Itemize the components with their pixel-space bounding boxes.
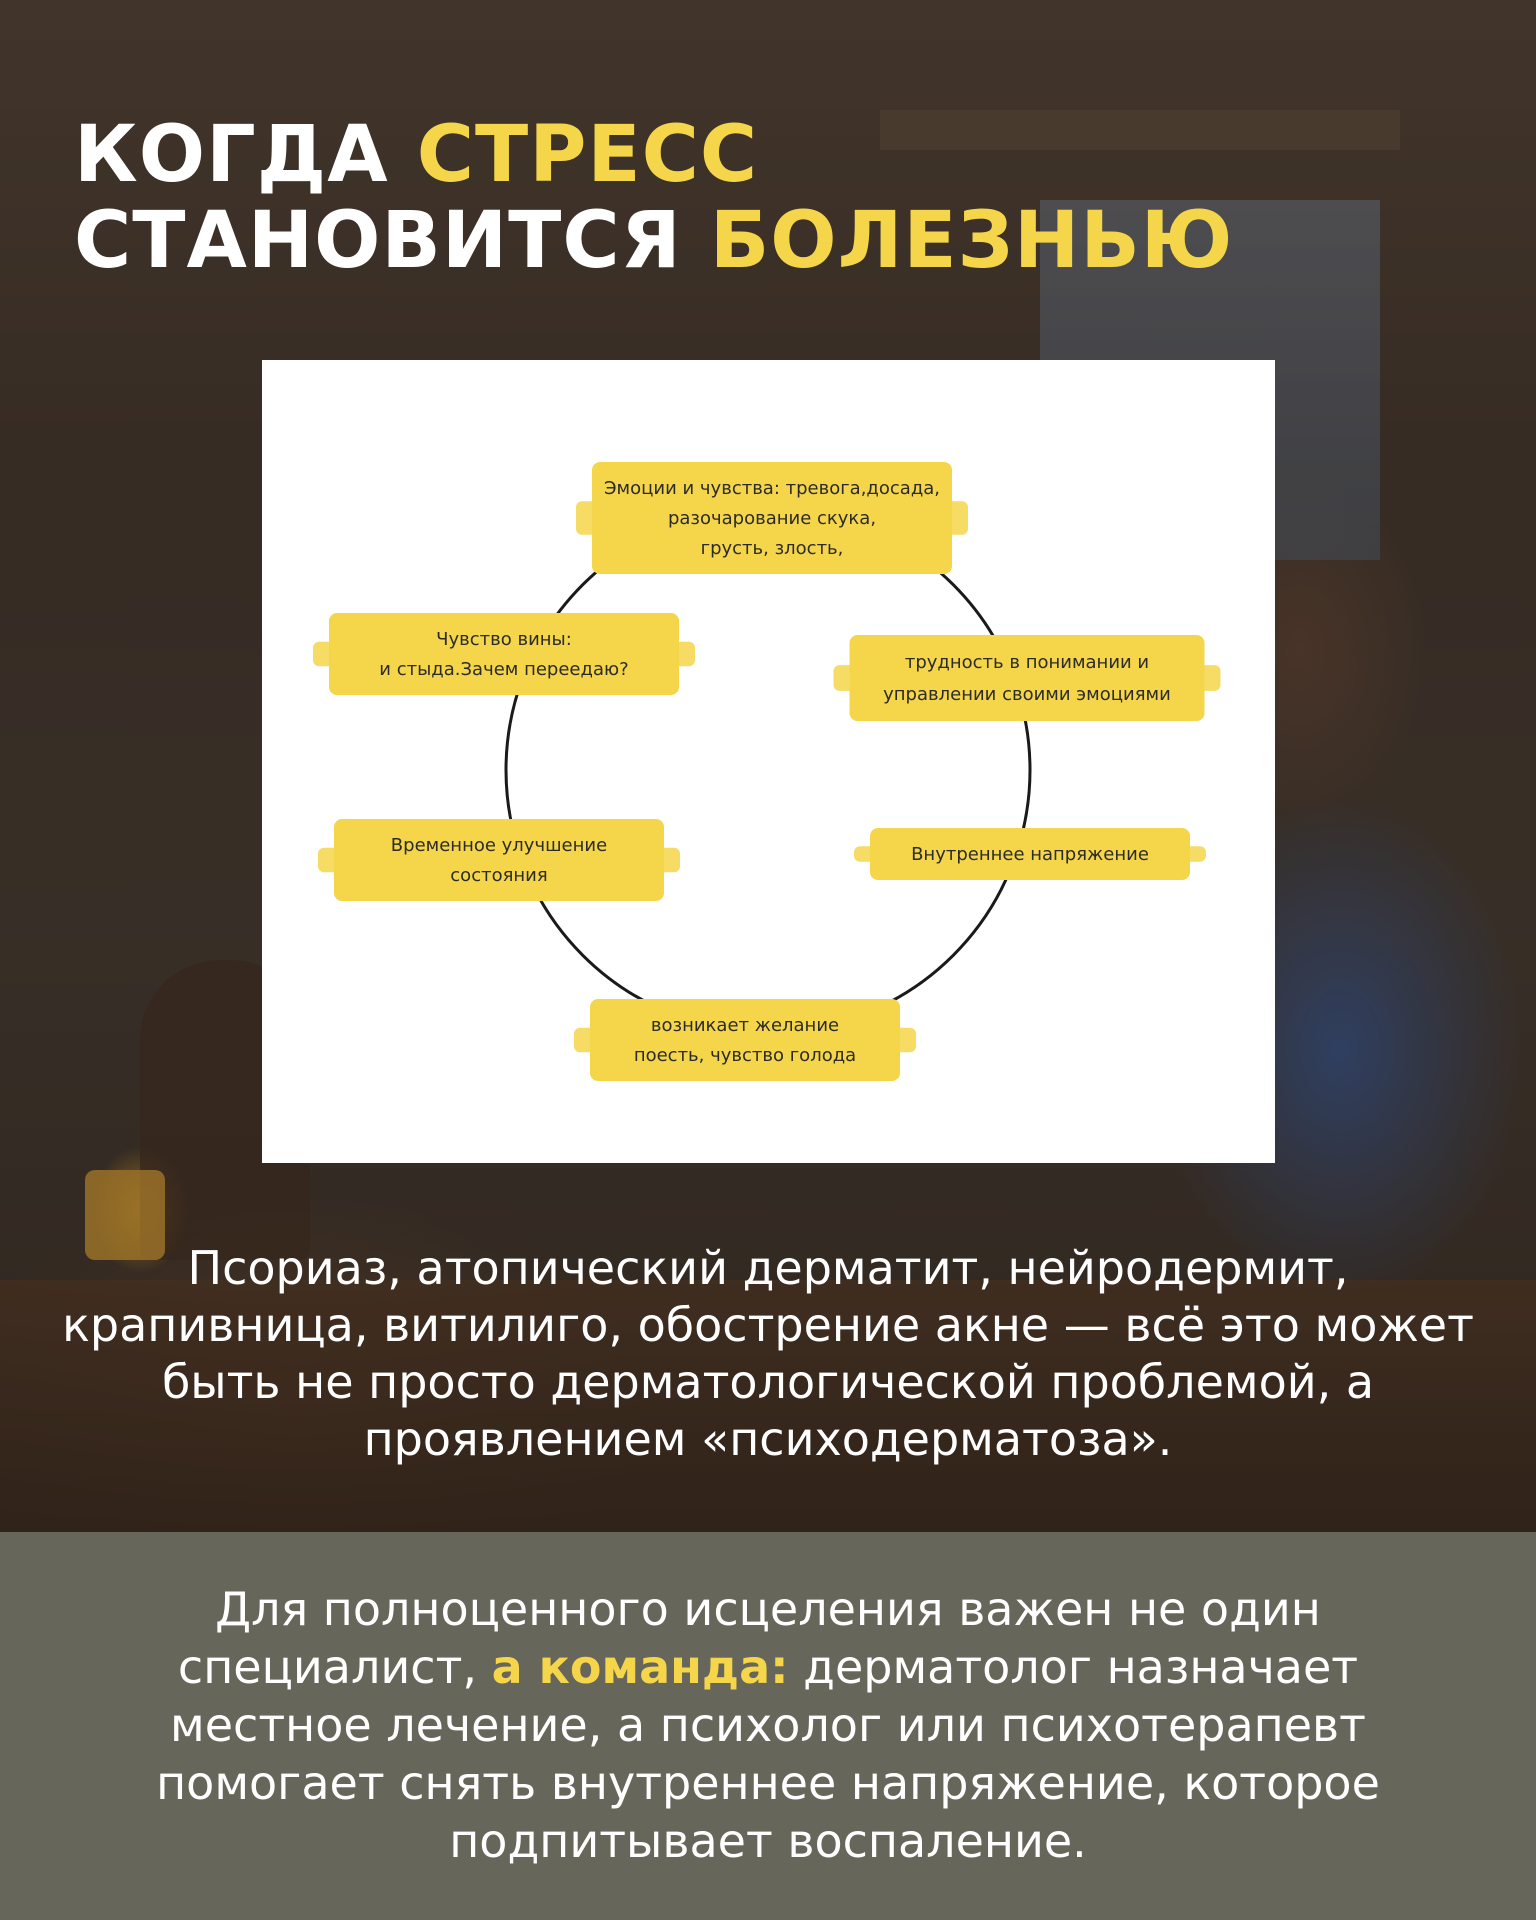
node-label-emotions-1: разочарование скука, (668, 508, 876, 529)
page-title: КОГДА СТРЕСС СТАНОВИТСЯ БОЛЕЗНЬЮ (74, 112, 1233, 284)
cycle-diagram: Эмоции и чувства: тревога,досада, разочар… (313, 462, 1221, 1081)
cycle-nodes: Эмоции и чувства: тревога,досада, разочар… (313, 462, 1221, 1081)
node-label-difficulty-0: трудность в понимании и (905, 652, 1149, 673)
node-label-guilt-0: Чувство вины: (436, 629, 572, 650)
node-label-improvement-1: состояния (450, 865, 547, 886)
node-label-desire-0: возникает желание (651, 1015, 839, 1036)
node-brush-stroke-tension (854, 846, 1206, 862)
node-brush-stroke-emotions (576, 501, 968, 535)
background-shelf (880, 110, 1400, 150)
node-label-guilt-1: и стыда.Зачем переедаю? (379, 659, 628, 680)
footer-text-before: Для полноценного исцеления важен не один… (177, 1582, 1321, 1694)
cycle-node-difficulty: трудность в понимании и управлении своими… (833, 635, 1221, 721)
conditions-paragraph: Псориаз, атопический дерматит, нейродерм… (62, 1241, 1474, 1466)
node-label-difficulty-1: управлении своими эмоциями (883, 684, 1171, 705)
cycle-node-emotions: Эмоции и чувства: тревога,досада, разочар… (576, 462, 968, 574)
title-line1-prefix: КОГДА (74, 110, 389, 200)
node-brush-stroke-improvement (318, 847, 680, 873)
cycle-node-desire: возникает желание поесть, чувство голода (574, 999, 916, 1081)
cycle-diagram-card: Эмоции и чувства: тревога,досада, разочар… (262, 360, 1275, 1163)
title-line2-highlight: БОЛЕЗНЬЮ (709, 196, 1234, 286)
cycle-node-improvement: Временное улучшение состояния (318, 819, 680, 901)
cycle-ring (504, 506, 1032, 1034)
node-label-tension-0: Внутреннее напряжение (911, 844, 1149, 865)
node-brush-stroke-difficulty (833, 665, 1221, 691)
background-candle (85, 1170, 165, 1260)
node-label-desire-1: поесть, чувство голода (634, 1045, 856, 1066)
background-table (0, 1280, 1536, 1532)
footer-highlight: а команда: (491, 1640, 789, 1694)
node-label-improvement-0: Временное улучшение (391, 835, 607, 856)
footer-paragraph: Для полноценного исцеления важен не один… (70, 1580, 1466, 1870)
node-label-emotions-0: Эмоции и чувства: тревога,досада, (604, 478, 940, 499)
footer-text-after: дерматолог назначает местное лечение, а … (156, 1640, 1380, 1868)
cycle-node-guilt: Чувство вины: и стыда.Зачем переедаю? (313, 613, 695, 695)
cycle-node-tension: Внутреннее напряжение (854, 828, 1206, 880)
title-line2-prefix: СТАНОВИТСЯ (74, 196, 682, 286)
title-line1-highlight: СТРЕСС (416, 110, 759, 200)
node-label-emotions-2: грусть, злость, (701, 538, 844, 559)
node-brush-stroke-guilt (313, 641, 695, 667)
footer-panel (0, 1532, 1536, 1920)
node-brush-stroke-desire (574, 1027, 916, 1053)
